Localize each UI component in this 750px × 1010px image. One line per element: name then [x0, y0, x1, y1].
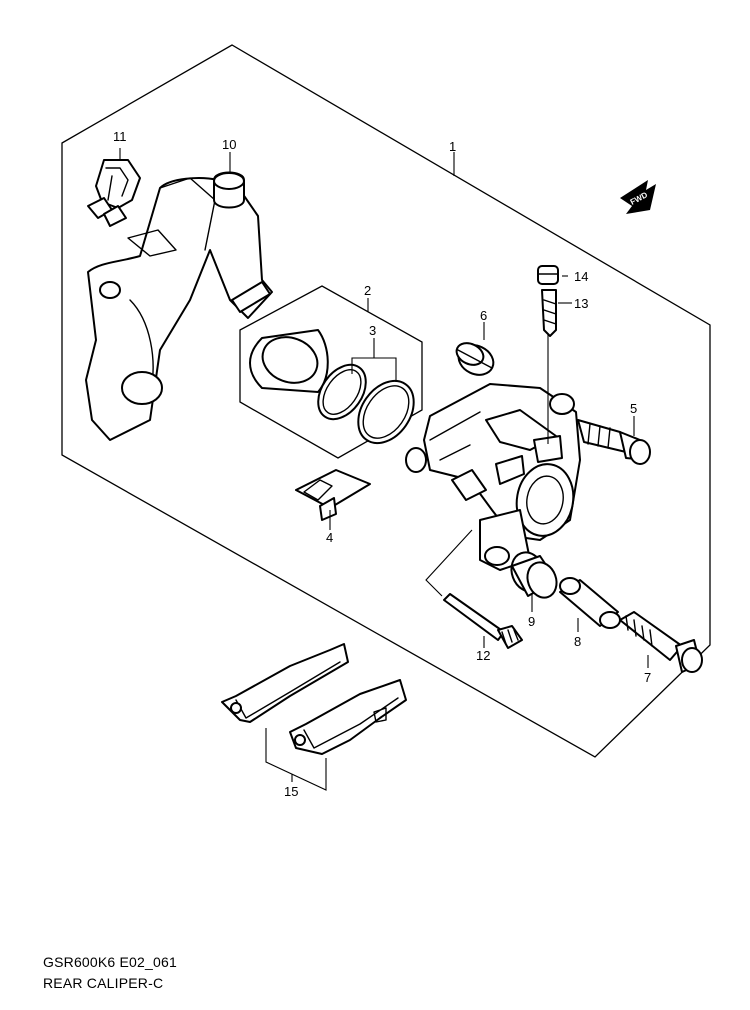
callout-14: 14 [574, 269, 588, 284]
callout-7: 7 [644, 670, 651, 685]
callout-5: 5 [630, 401, 637, 416]
callout-3: 3 [369, 323, 376, 338]
diagram-code: GSR600K6 E02_061 [43, 954, 177, 970]
caliper-body [405, 383, 581, 571]
part-8-sleeve [559, 577, 621, 629]
leader-lines [119, 148, 649, 791]
callout-15: 15 [284, 784, 298, 799]
part-3-seals [317, 363, 415, 445]
callout-11: 11 [113, 129, 127, 144]
part-14-bleeder-cap [537, 265, 559, 285]
callout-8: 8 [574, 634, 581, 649]
part-12-pin [443, 593, 523, 649]
part-15-brake-pads [221, 643, 407, 755]
part-13-bleeder-valve [541, 289, 557, 337]
callout-1: 1 [449, 139, 456, 154]
part-2-subgroup-frame [239, 285, 423, 459]
part-4-pad-spring [295, 469, 371, 521]
callout-12: 12 [476, 648, 490, 663]
part-9-boot [510, 551, 558, 599]
part-7-pin-bolt [619, 611, 703, 673]
part-6-boot [455, 342, 495, 376]
fwd-arrow-icon: FWD [620, 180, 656, 214]
part-2-piston [249, 329, 329, 393]
part-10-caliper-bracket [85, 171, 273, 441]
diagram-title: REAR CALIPER-C [43, 975, 164, 991]
callout-2: 2 [364, 283, 371, 298]
callout-13: 13 [574, 296, 588, 311]
callout-4: 4 [326, 530, 333, 545]
callout-6: 6 [480, 308, 487, 323]
part-11-clip [87, 159, 141, 227]
part-5-mounting-bolt [577, 419, 651, 465]
callout-10: 10 [222, 137, 236, 152]
callout-9: 9 [528, 614, 535, 629]
assembly-frame [61, 44, 711, 758]
